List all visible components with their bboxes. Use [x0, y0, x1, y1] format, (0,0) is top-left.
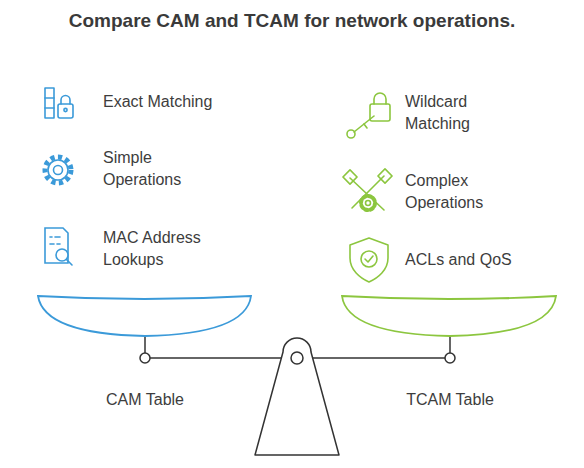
- complex-operations-icon: [343, 169, 392, 210]
- feature-label: Complex Operations: [405, 170, 505, 214]
- feature-label: ACLs and QoS: [405, 249, 512, 271]
- lookup-icon: [45, 228, 72, 265]
- exact-matching-icon: [45, 88, 73, 118]
- feature-label: Wildcard Matching: [405, 91, 505, 135]
- feature-label: MAC Address Lookups: [103, 227, 221, 271]
- gear-icon: [45, 157, 71, 183]
- table-label: CAM Table: [65, 389, 225, 411]
- diagram-title: Compare CAM and TCAM for network operati…: [0, 9, 584, 33]
- feature-label: Exact Matching: [103, 91, 212, 113]
- balance-scale: [38, 296, 556, 455]
- feature-label: Simple Operations: [103, 147, 203, 191]
- shield-icon: [350, 238, 388, 282]
- table-label: TCAM Table: [370, 389, 530, 411]
- wildcard-icon: [347, 93, 390, 138]
